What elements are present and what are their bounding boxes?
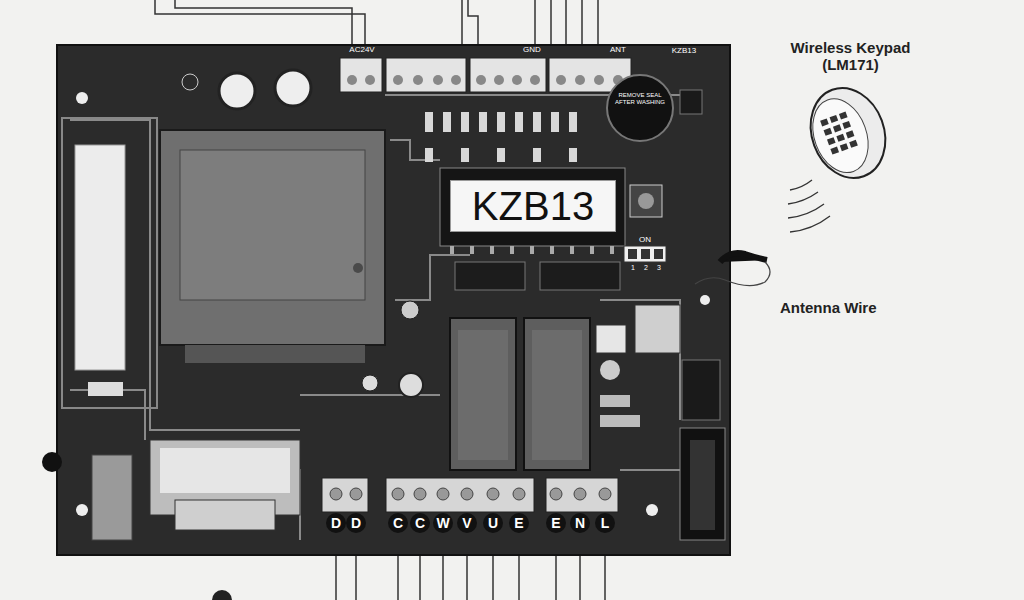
chip-label-text: KZB13 [472, 186, 594, 226]
dip-number: 2 [641, 264, 651, 272]
pin-label: GND [518, 46, 546, 55]
dip-label: ON [630, 236, 660, 245]
terminal-letter: D [326, 513, 346, 533]
terminal-letter-text: E [551, 516, 560, 530]
terminal-letter-text: V [462, 516, 471, 530]
terminal-letter: N [570, 513, 590, 533]
terminal-letter: E [509, 513, 529, 533]
terminal-letter-text: W [436, 516, 449, 530]
chip-label: KZB13 [450, 180, 616, 232]
terminal-letter-text: U [488, 516, 498, 530]
buzzer-marking: REMOVE SEAL AFTER WASHING [615, 92, 665, 105]
part-label: Wireless Keypad (LM171) [768, 40, 933, 73]
terminal-letter-text: L [601, 516, 610, 530]
terminal-letter-text: N [575, 516, 585, 530]
terminal-letter-text: C [393, 516, 403, 530]
terminal-letter: U [483, 513, 503, 533]
terminal-letter: C [410, 513, 430, 533]
pin-label: ANT [604, 46, 632, 55]
board-marking: KZB13 [664, 47, 704, 56]
terminal-letter: W [433, 513, 453, 533]
terminal-letter: E [546, 513, 566, 533]
terminal-letter-text: D [351, 516, 361, 530]
dip-number: 3 [654, 264, 664, 272]
terminal-letter: C [388, 513, 408, 533]
terminal-letter-text: C [415, 516, 425, 530]
terminal-letter-text: E [514, 516, 523, 530]
dip-number: 1 [628, 264, 638, 272]
terminal-letter: D [346, 513, 366, 533]
part-label: Antenna Wire [780, 300, 900, 317]
pin-label: AC24V [342, 46, 382, 55]
terminal-letter: V [457, 513, 477, 533]
terminal-letter: L [595, 513, 615, 533]
terminal-letter-text: D [331, 516, 341, 530]
